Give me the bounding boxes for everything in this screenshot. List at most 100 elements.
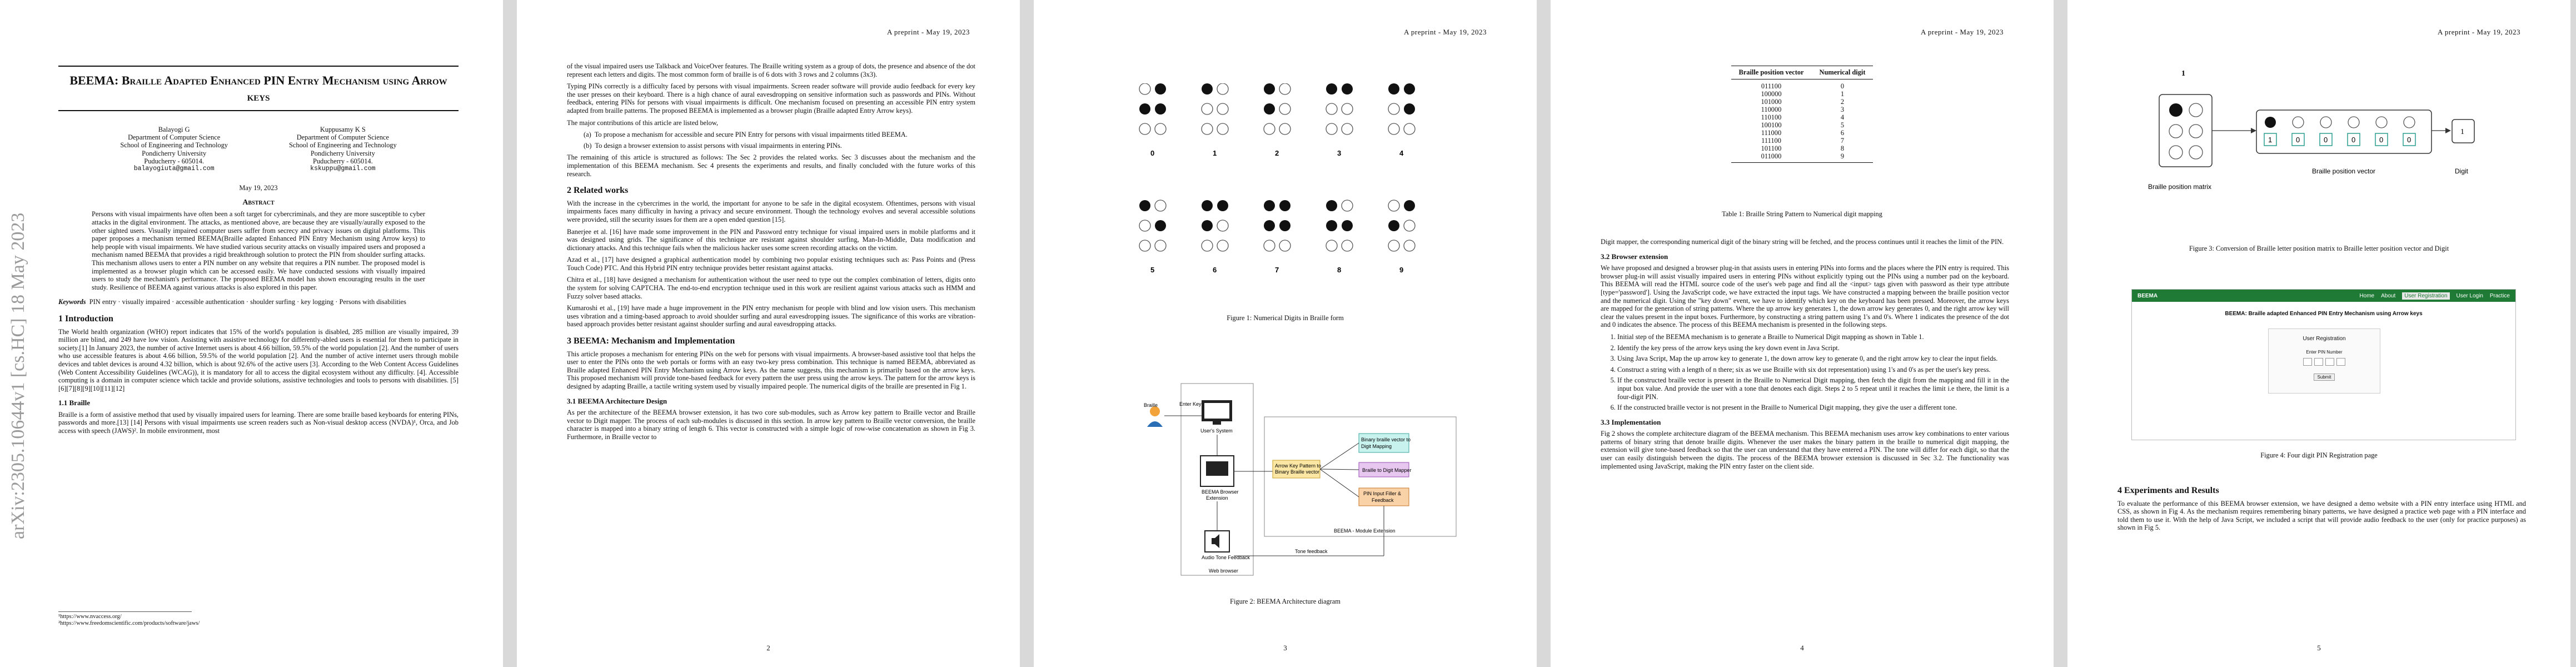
page-number: 2 xyxy=(766,644,770,652)
braille-dot-filled xyxy=(1388,83,1399,94)
braille-dot-filled xyxy=(1155,220,1166,231)
braille-dot-empty xyxy=(2189,124,2203,138)
web-nav-practice[interactable]: Practice xyxy=(2489,292,2510,299)
author-school: School of Engineering and Technology xyxy=(120,141,228,150)
pin-digit-input[interactable] xyxy=(2325,358,2334,366)
web-brand[interactable]: BEEMA xyxy=(2137,292,2158,299)
author-school: School of Engineering and Technology xyxy=(289,141,397,150)
steps-list: Initial step of the BEEMA mechanism is t… xyxy=(1601,333,2009,412)
web-nav-about[interactable]: About xyxy=(2381,292,2396,299)
vector-digit-label-1: Binary braille vector to xyxy=(1361,437,1411,442)
braille-dot-filled xyxy=(1202,200,1213,211)
figure-caption: Figure 4: Four digit PIN Registration pa… xyxy=(2260,451,2378,459)
braille-dot-empty xyxy=(1403,123,1416,135)
braille-matrix-box xyxy=(2159,94,2213,167)
table-cell-vector: 111100 xyxy=(1761,137,1781,145)
braille-dot-filled xyxy=(1279,220,1291,231)
braille-vector-box xyxy=(2256,109,2432,154)
table-cell-digit: 6 xyxy=(1840,129,1845,137)
paragraph: Azad et al., [17] have designed a graphi… xyxy=(567,256,975,272)
vector-dot-filled xyxy=(2265,117,2276,128)
author-email-link[interactable]: balayogiuta@gmail.com xyxy=(133,165,215,173)
keywords-label: Keywords xyxy=(58,298,86,306)
web-nav-login[interactable]: User Login xyxy=(2456,292,2483,299)
braille-dot-empty xyxy=(1139,240,1151,252)
braille-dot-empty xyxy=(2169,124,2183,138)
braille-dot-empty xyxy=(1263,123,1275,135)
braille-dot-empty xyxy=(1139,123,1151,135)
braille-dot-filled xyxy=(1342,220,1353,231)
braille-digit-label: 1 xyxy=(1213,149,1217,157)
subsection-heading: 3.1 BEEMA Architecture Design xyxy=(567,396,667,405)
braille-dot-empty xyxy=(1403,220,1416,232)
paragraph: Chitra et al., [18] have designed a mech… xyxy=(567,276,975,300)
audio-label: Audio Tone Feedback xyxy=(1202,555,1250,560)
page-number: 4 xyxy=(1800,644,1804,652)
footnote[interactable]: ²https://www.freedomscientific.com/produ… xyxy=(58,620,200,626)
braille-dot-empty xyxy=(1201,240,1213,252)
pin-filler-label-1: PIN Input Filler & xyxy=(1363,491,1401,496)
table-cell-digit: 7 xyxy=(1840,137,1845,145)
pin-digit-input[interactable] xyxy=(2336,358,2345,366)
web-submit-button[interactable]: Submit xyxy=(2313,374,2335,381)
braille-digit-label: 5 xyxy=(1150,266,1154,274)
table-cell-digit: 5 xyxy=(1840,121,1845,129)
step-item: Using Java Script, Map the up arrow key … xyxy=(1617,355,2009,363)
braille-dot-empty xyxy=(1154,123,1167,135)
vector-dot-empty xyxy=(2375,116,2388,128)
vector-cell-value: 0 xyxy=(2379,136,2383,144)
table-cell-vector: 100000 xyxy=(1761,90,1782,98)
braille-dot-filled xyxy=(1404,103,1415,115)
vector-cell-value: 0 xyxy=(2296,136,2300,144)
arrow-pattern-box xyxy=(1272,460,1321,479)
braille-dot-filled xyxy=(1202,220,1213,231)
braille-dot-filled xyxy=(1264,200,1275,211)
braille-dot-filled xyxy=(1404,83,1415,94)
table-header: Numerical digit xyxy=(1811,66,1874,79)
braille-dot-filled xyxy=(1139,103,1150,115)
paper-page-2: A preprint - May 19, 2023 of the visual … xyxy=(517,0,1020,667)
table-header: Braille position vector xyxy=(1731,66,1812,79)
contribution-list: (a) To propose a mechanism for accessibl… xyxy=(567,131,975,150)
braille-dot-empty xyxy=(1326,103,1338,115)
web-nav-registration[interactable]: User Registration xyxy=(2402,292,2450,300)
author-2: Kuppusamy K S Department of Computer Sci… xyxy=(289,126,397,173)
braille-digit-label: 7 xyxy=(1275,266,1279,274)
pin-digit-input[interactable] xyxy=(2314,358,2323,366)
braille-dot-empty xyxy=(1139,220,1151,232)
braille-dot-empty xyxy=(1217,220,1229,232)
running-header: A preprint - May 19, 2023 xyxy=(2438,28,2520,36)
paper-page-4: A preprint - May 19, 2023 Braille positi… xyxy=(1551,0,2054,667)
web-nav-home[interactable]: Home xyxy=(2359,292,2375,299)
braille-dot-filled xyxy=(2169,103,2183,117)
braille-dot-filled xyxy=(1388,220,1399,231)
figure-architecture-diagram: Braille Enter Key Press User's System BE… xyxy=(1144,383,1457,576)
vector-dot-empty xyxy=(2348,116,2360,128)
keywords-text: PIN entry · visually impaired · accessib… xyxy=(89,298,406,306)
web-form-card: User Registration Enter PIN Number Submi… xyxy=(2268,328,2380,394)
section-heading: 2 Related works xyxy=(567,186,629,196)
braille-dot-empty xyxy=(1279,103,1291,115)
web-pin-inputs xyxy=(2269,358,2380,366)
vector-cell-value: 0 xyxy=(2324,136,2328,144)
step-item: Initial step of the BEEMA mechanism is t… xyxy=(1617,333,2009,341)
vector-cell xyxy=(2319,133,2333,146)
table-cell-vector: 110100 xyxy=(1761,113,1782,121)
braille-dot-filled xyxy=(1217,200,1228,211)
running-header: A preprint - May 19, 2023 xyxy=(887,28,970,36)
braille-dot-filled xyxy=(1342,83,1353,94)
braille-dot-empty xyxy=(2169,145,2183,160)
pin-digit-input[interactable] xyxy=(2303,358,2312,366)
table-row: 111000 6 xyxy=(1731,129,1874,137)
keywords: Keywords PIN entry · visually impaired ·… xyxy=(58,298,459,306)
footnote[interactable]: ¹https://www.nvaccess.org/ xyxy=(58,614,122,620)
braille-dot-empty xyxy=(1341,200,1353,212)
author-block: Balayogi G Department of Computer Scienc… xyxy=(58,126,459,173)
table-cell-vector: 111000 xyxy=(1761,129,1782,137)
braille-dot-empty xyxy=(1279,83,1291,95)
step-item: Identify the key press of the arrow keys… xyxy=(1617,344,2009,352)
author-email-link[interactable]: kskuppu@gmail.com xyxy=(310,165,376,173)
